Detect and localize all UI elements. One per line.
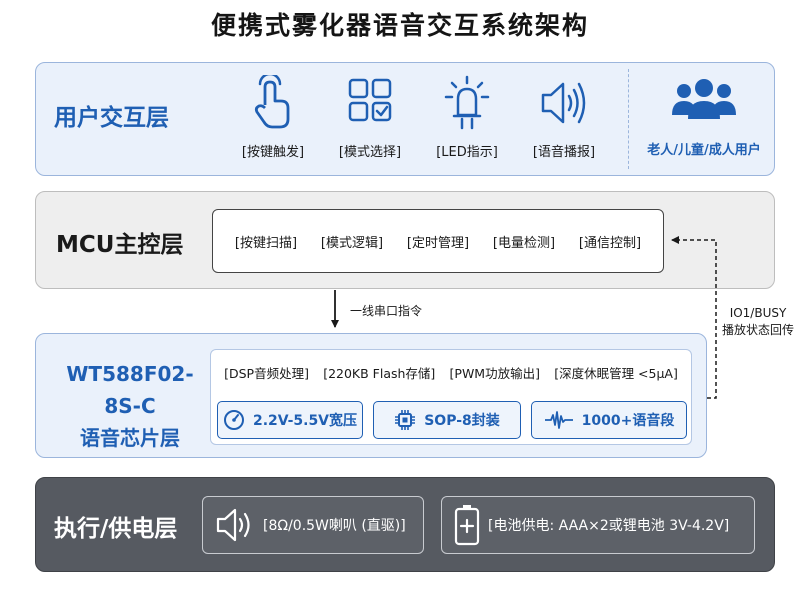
user-item-label: [按键触发] [241, 145, 305, 160]
user-group-label: 老人/儿童/成人用户 [647, 143, 761, 158]
feedback-label-line1: IO1/BUSY [729, 306, 787, 320]
speaker-icon [541, 82, 586, 124]
mcu-item: [通信控制] [578, 236, 642, 251]
divider [628, 69, 629, 169]
speaker-box: [8Ω/0.5W喇叭 (直驱)] [202, 496, 424, 554]
mcu-control-layer: MCU主控层 [按键扫描] [模式逻辑] [定时管理] [电量检测] [通信控制… [35, 191, 775, 289]
waveform-icon [544, 411, 573, 429]
feedback-label-line2: 播放状态回传 [721, 323, 794, 337]
voice-chip-layer: WT588F02-8S-C 语音芯片层 [DSP音频处理] [220KB Fla… [35, 333, 707, 458]
speaker-icon [216, 508, 250, 542]
battery-label: [电池供电: AAA×2或锂电池 3V-4.2V] [488, 518, 730, 534]
layer-title: MCU主控层 [56, 232, 184, 258]
chip-item: [220KB Flash存储] [323, 366, 436, 381]
chip-item: [深度休眠管理 <5μA] [554, 366, 678, 381]
grid-check-icon [348, 78, 392, 122]
user-item-voice: [语音播报] [514, 75, 614, 160]
chip-layer-name: 语音芯片层 [80, 426, 180, 450]
layer-title: WT588F02-8S-C 语音芯片层 [52, 358, 208, 454]
execution-power-layer: 执行/供电层 [8Ω/0.5W喇叭 (直驱)] [电池供电: AAA×2或锂电池… [35, 477, 775, 572]
feature-label: 2.2V-5.5V宽压 [252, 413, 358, 429]
feedback-label: IO1/BUSY 播放状态回传 [716, 305, 800, 339]
chip-model: WT588F02-8S-C [66, 362, 194, 418]
mcu-item: [按键扫描] [234, 236, 298, 251]
layer-title: 执行/供电层 [54, 516, 178, 542]
speaker-label: [8Ω/0.5W喇叭 (直驱)] [263, 518, 406, 534]
touch-hand-icon [254, 75, 290, 129]
mcu-item: [电量检测] [492, 236, 556, 251]
chip-icon [395, 410, 416, 430]
layer-title: 用户交互层 [54, 105, 169, 131]
chip-function-box: [DSP音频处理] [220KB Flash存储] [PWM功放输出] [深度休… [210, 349, 692, 445]
page-title: 便携式雾化器语音交互系统架构 [210, 11, 589, 40]
gauge-icon [223, 410, 244, 430]
feature-voice-segments: 1000+语音段 [531, 401, 687, 439]
battery-box: [电池供电: AAA×2或锂电池 3V-4.2V] [441, 496, 755, 554]
battery-icon [454, 505, 480, 546]
led-bulb-icon [444, 75, 490, 130]
serial-command-label: 一线串口指令 [350, 304, 423, 318]
users-group-icon [672, 79, 736, 119]
user-item-button-trigger: [按键触发] [223, 75, 323, 160]
feature-voltage: 2.2V-5.5V宽压 [217, 401, 363, 439]
user-item-label: [模式选择] [338, 145, 402, 160]
user-item-label: [LED指示] [436, 145, 498, 160]
mcu-item: [模式逻辑] [320, 236, 384, 251]
feature-package: SOP-8封装 [373, 401, 521, 439]
feature-label: SOP-8封装 [424, 413, 500, 429]
user-item-mode-select: [模式选择] [320, 75, 420, 160]
user-interaction-layer: 用户交互层 [按键触发] [模式选择] [LED指示] [35, 62, 775, 176]
chip-item: [PWM功放输出] [449, 366, 540, 381]
user-item-label: [语音播报] [532, 145, 596, 160]
user-group: 老人/儿童/成人用户 [636, 75, 772, 158]
chip-item: [DSP音频处理] [224, 366, 309, 381]
mcu-item: [定时管理] [406, 236, 470, 251]
feature-label: 1000+语音段 [581, 413, 675, 429]
user-item-led: [LED指示] [417, 75, 517, 160]
mcu-function-box: [按键扫描] [模式逻辑] [定时管理] [电量检测] [通信控制] [212, 209, 664, 273]
